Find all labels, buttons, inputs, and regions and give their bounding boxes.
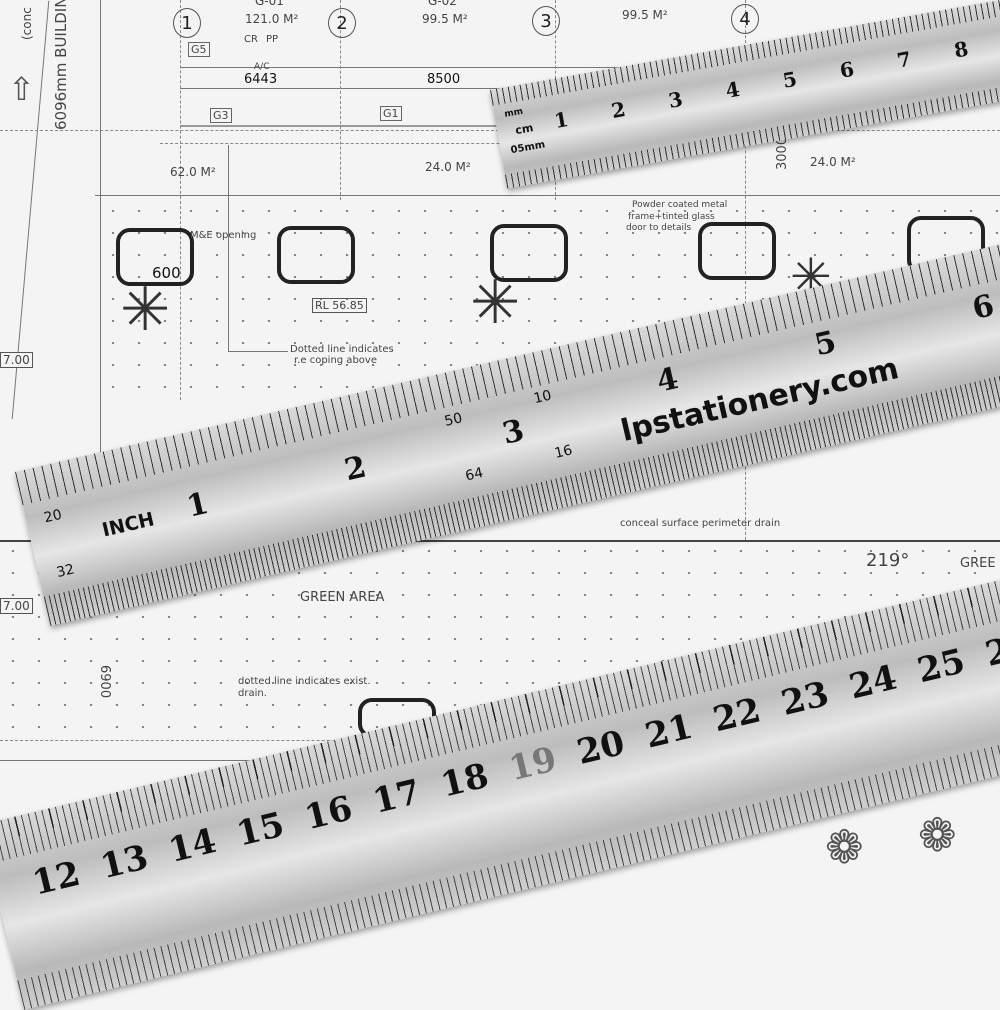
planter-box [490,224,568,282]
coping-note: Dotted line indicates [290,344,394,355]
tag: PP [266,34,279,45]
green-area-label: GREEN AREA [300,590,385,605]
ruler-number: 18 [437,755,493,806]
unit-label: cm [514,121,535,138]
unit-label: mm [503,106,524,120]
dimension: 6443 [244,72,278,87]
ruler-number: 26 [981,624,1000,675]
tag: A/C [254,62,270,72]
ruler-number: 25 [913,641,969,692]
drain-note: drain. [238,688,267,699]
ruler-number: 13 [96,837,153,888]
door-note: door to details [626,223,692,233]
scale-label: 64 [463,464,485,485]
ruler-number: 23 [777,673,833,724]
inch-unit-label: INCH [100,508,157,542]
scale-label: 20 [42,506,64,527]
drawing-line [95,195,1000,196]
ruler-number: 8 [952,36,971,63]
scale-label: 10 [532,387,554,408]
drawing-line [180,125,580,127]
shrub-icon: ❁ [918,808,957,862]
drain-note: dotted line indicates exist. [238,676,371,687]
room-area: 99.5 M² [422,12,468,26]
room-id: G-01 [255,0,284,8]
grid-bubble-1: 1 [173,8,201,38]
ruler-number: 6 [969,288,998,327]
arrow-up-icon: ⇧ [8,70,35,108]
gridline [340,0,341,200]
ruler-number: 1 [183,485,212,525]
planter-box [277,226,355,284]
scale-label: 32 [55,561,77,581]
drawing-line [180,67,780,68]
green-area-label: GREE [960,556,996,571]
shrub-icon: ❁ [825,820,864,874]
ruler-number: 1 [552,107,571,134]
room-area: 99.5 M² [622,8,668,22]
ruler-number: 4 [653,360,682,400]
grid-bubble-4: 4 [731,4,759,34]
ruler-number: 7 [895,46,913,73]
palm-tree-icon: ✳ [120,275,171,345]
dimension: 6900 [97,665,112,699]
ruler-number: 19 [505,739,561,790]
coping-note: r.e coping above [294,355,377,366]
area-label: 62.0 M² [170,165,216,179]
planter-box [116,228,194,286]
conc-label: (conc [20,7,34,40]
dimension: 3000 [775,136,790,170]
palm-tree-icon: ✳ [470,268,521,338]
ruler-number: 20 [573,722,629,773]
tag: G3 [210,108,232,123]
leader-line [228,145,229,352]
drain-line [0,540,1000,542]
ruler-number: 2 [609,96,628,124]
dimension: 7.00 [0,598,33,614]
planter-box [698,222,776,280]
scale-label: 50 [442,410,464,430]
ruler-number: 5 [811,324,840,364]
drawing-line [0,760,400,761]
ruler-number: 17 [368,771,425,822]
building-dimension: 6096mm BUILDING [52,0,70,130]
drawing-line [160,143,660,144]
leader-line [228,351,288,352]
drawing-line [180,88,780,89]
dimension: 7.00 [0,352,33,368]
ruler-number: 15 [232,804,289,855]
ruler-number: 22 [709,690,765,741]
ruler-number: 21 [641,706,697,757]
grid-bubble-2: 2 [328,8,356,38]
tag: CR [244,34,258,45]
ruler-number: 14 [164,821,221,871]
unit-label: 05mm [509,139,547,157]
area-label: 24.0 M² [810,155,856,169]
ruler-number: 12 [28,853,84,904]
drawing-line [0,740,400,741]
ruler-number: 2 [341,449,370,489]
dimension: 8500 [427,72,461,87]
tag: G1 [380,106,402,121]
door-note: frame+tinted glass [628,212,715,222]
tag: G5 [188,42,210,57]
grid-bubble-3: 3 [532,6,560,36]
ruler-number: 3 [666,86,685,113]
ruler-number: 6 [837,56,856,83]
me-opening-label: M&E opening [190,230,257,241]
rl-label: RL 56.85 [312,298,367,313]
size-label: 600 [152,264,181,282]
room-id: G-02 [428,0,457,8]
room-area: 121.0 M² [245,12,299,26]
drain-label: conceal surface perimeter drain [620,518,781,529]
scale-label: 16 [553,442,574,462]
ruler-number: 4 [723,76,742,103]
ruler-number: 16 [300,788,357,839]
ruler-number: 24 [845,657,901,708]
area-label: 24.0 M² [425,160,471,174]
ruler-number: 3 [499,412,528,452]
door-note: Powder coated metal [632,200,728,210]
angle-label: 219° [866,550,910,571]
ruler-number: 5 [780,66,799,93]
